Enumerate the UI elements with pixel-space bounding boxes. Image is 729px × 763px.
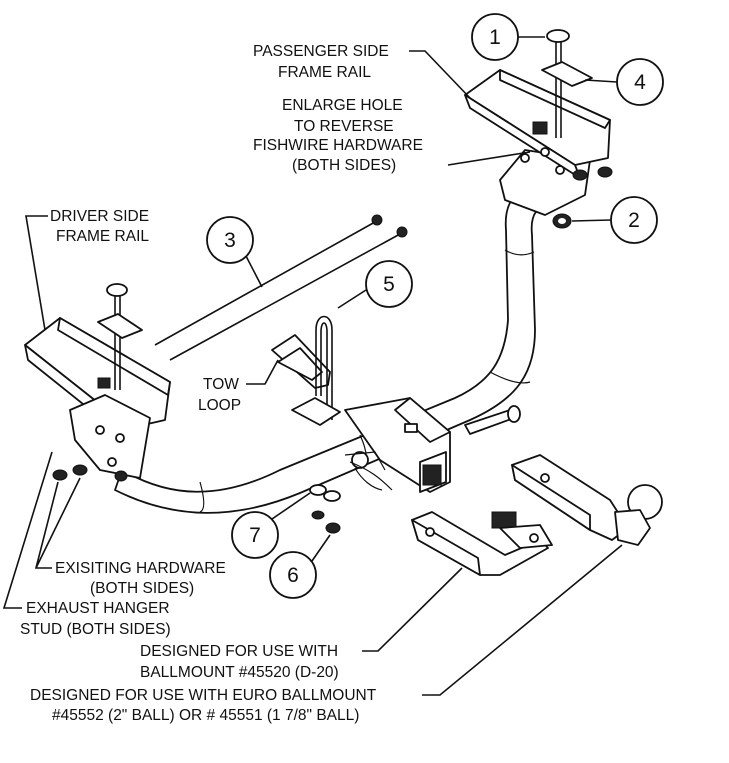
svg-text:FRAME RAIL: FRAME RAIL xyxy=(278,64,371,81)
svg-text:DESIGNED FOR USE WITH EURO BAL: DESIGNED FOR USE WITH EURO BALLMOUNT xyxy=(30,687,377,704)
existing-nuts xyxy=(52,464,128,482)
svg-text:EXISITING HARDWARE: EXISITING HARDWARE xyxy=(55,560,226,577)
svg-text:7: 7 xyxy=(249,524,261,547)
callout-1: 1 xyxy=(471,13,545,61)
svg-text:TO REVERSE: TO REVERSE xyxy=(294,118,394,135)
label-ballmount-45520: DESIGNED FOR USE WITH BALLMOUNT #45520 (… xyxy=(140,567,463,681)
label-tow-loop: TOW LOOP xyxy=(198,359,279,414)
hitch-crossbar xyxy=(114,184,561,514)
svg-text:FISHWIRE HARDWARE: FISHWIRE HARDWARE xyxy=(253,137,423,154)
callout-5: 5 xyxy=(337,260,413,309)
svg-text:DESIGNED FOR USE WITH: DESIGNED FOR USE WITH xyxy=(140,643,338,660)
svg-text:4: 4 xyxy=(634,71,646,94)
label-existing-hardware: EXISITING HARDWARE (BOTH SIDES) xyxy=(34,477,226,597)
svg-text:FRAME RAIL: FRAME RAIL xyxy=(56,228,149,245)
driver-side-bracket xyxy=(24,317,171,479)
svg-text:2: 2 xyxy=(628,209,640,232)
exhaust-hanger-rod xyxy=(464,405,521,435)
svg-text:3: 3 xyxy=(224,229,236,252)
svg-text:ENLARGE HOLE: ENLARGE HOLE xyxy=(282,97,403,114)
label-driver-side-frame-rail: DRIVER SIDE FRAME RAIL xyxy=(25,208,149,331)
svg-text:6: 6 xyxy=(287,564,299,587)
carriage-bolt-driver xyxy=(106,283,128,390)
washer-7 xyxy=(309,484,341,520)
svg-text:BALLMOUNT #45520 (D-20): BALLMOUNT #45520 (D-20) xyxy=(140,664,339,681)
svg-text:1: 1 xyxy=(489,26,501,49)
label-enlarge-hole: ENLARGE HOLE TO REVERSE FISHWIRE HARDWAR… xyxy=(253,97,531,174)
callout-2: 2 xyxy=(571,196,658,244)
spacer-plate-4 xyxy=(541,61,593,87)
svg-text:TOW: TOW xyxy=(203,376,239,393)
flange-nut-2 xyxy=(552,166,613,229)
callout-4: 4 xyxy=(584,58,664,106)
svg-text:PASSENGER SIDE: PASSENGER SIDE xyxy=(253,43,389,60)
fishwire-3 xyxy=(154,214,408,361)
hitch-pin xyxy=(344,451,393,491)
nut-6 xyxy=(325,522,341,534)
callout-7: 7 xyxy=(231,492,311,559)
ballmount-45520 xyxy=(411,511,553,576)
svg-text:(BOTH SIDES): (BOTH SIDES) xyxy=(90,580,194,597)
callout-3: 3 xyxy=(206,216,263,288)
tow-loop-5 xyxy=(271,315,341,426)
svg-text:DRIVER SIDE: DRIVER SIDE xyxy=(50,208,149,225)
passenger-side-bracket xyxy=(464,69,611,216)
callout-6: 6 xyxy=(269,534,331,599)
label-exhaust-hanger-stud: EXHAUST HANGER STUD (BOTH SIDES) xyxy=(2,451,171,638)
svg-text:EXHAUST HANGER: EXHAUST HANGER xyxy=(26,600,170,617)
spacer-plate-driver xyxy=(97,313,143,339)
svg-text:5: 5 xyxy=(383,273,395,296)
svg-text:#45552 (2" BALL) OR # 45551 (1: #45552 (2" BALL) OR # 45551 (1 7/8" BALL… xyxy=(52,707,359,724)
svg-text:STUD (BOTH SIDES): STUD (BOTH SIDES) xyxy=(20,621,171,638)
svg-text:(BOTH SIDES): (BOTH SIDES) xyxy=(292,157,396,174)
label-passenger-side-frame-rail: PASSENGER SIDE FRAME RAIL xyxy=(253,43,471,99)
euro-ballmount xyxy=(511,454,663,546)
carriage-bolt-1 xyxy=(546,29,570,138)
label-euro-ballmount: DESIGNED FOR USE WITH EURO BALLMOUNT #45… xyxy=(30,544,623,724)
svg-text:LOOP: LOOP xyxy=(198,397,241,414)
